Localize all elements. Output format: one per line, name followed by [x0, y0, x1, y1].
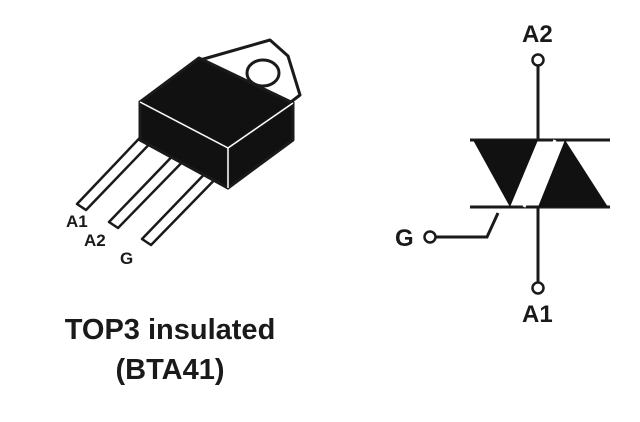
pin-label-g: G — [120, 249, 133, 268]
terminal-label-a1: A1 — [522, 301, 553, 328]
package-leads — [75, 123, 230, 247]
terminal-label-a2: A2 — [522, 21, 553, 48]
gate-terminal-circle — [423, 230, 437, 244]
pin-label-a1: A1 — [66, 212, 88, 231]
triangle-left — [473, 140, 538, 207]
triangle-separator — [522, 139, 557, 208]
a1-terminal-circle — [531, 281, 545, 295]
pin-label-a2: A2 — [84, 231, 106, 250]
a2-terminal-circle — [531, 53, 545, 67]
package-caption-line2: (BTA41) — [115, 354, 225, 386]
package-caption-line1: TOP3 insulated — [64, 314, 276, 346]
package-body — [138, 56, 295, 190]
mounting-hole — [245, 58, 281, 88]
triangle-right — [538, 140, 608, 207]
terminal-label-g: G — [395, 225, 414, 252]
gate-lead-line — [436, 212, 500, 239]
